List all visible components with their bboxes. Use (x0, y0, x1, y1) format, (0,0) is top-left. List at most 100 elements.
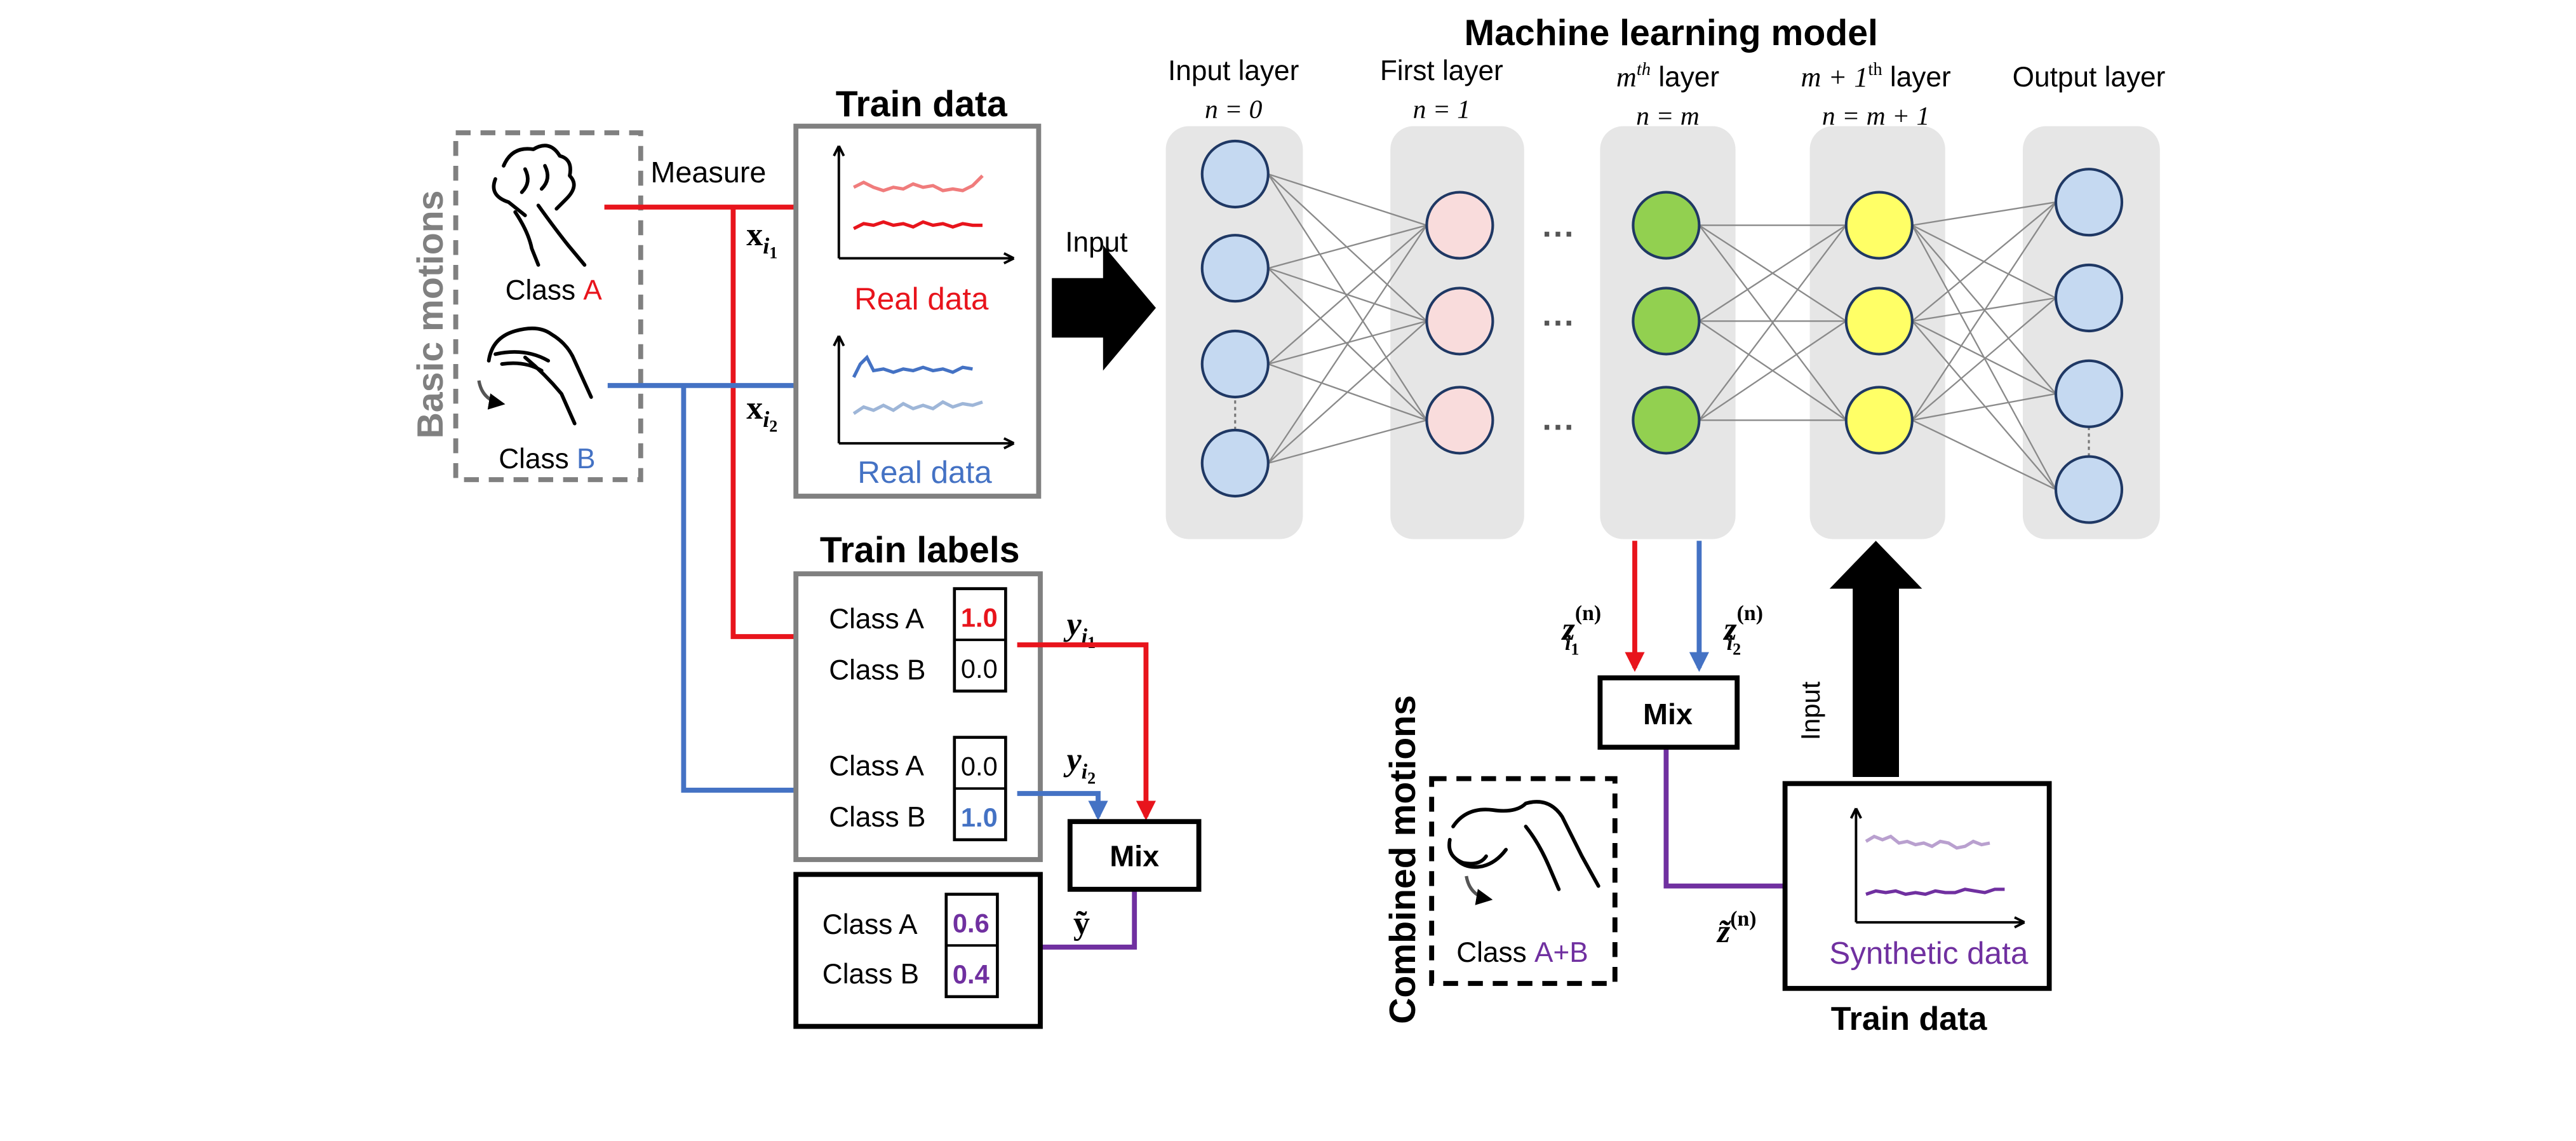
combined-motions-box (1429, 776, 1618, 986)
label2-value-a: 0.0 (961, 751, 998, 781)
mixed-label-box (793, 872, 1043, 1029)
synthetic-data-panel: Synthetic data Train data (1782, 781, 2052, 1037)
measure-arrows (604, 197, 830, 800)
measure-label: Measure (650, 156, 766, 189)
plot-a-axes (837, 145, 1014, 260)
connection-input-3-to-first-1 (1268, 320, 1428, 464)
z-i1-sup: (n) (1575, 602, 1601, 625)
connection-mth-1-to-m1-0 (1698, 224, 1847, 322)
connection-input-0-to-first-0 (1268, 173, 1427, 226)
output-layer-node-2 (2054, 263, 2124, 333)
synthetic-input-label: Input (1795, 681, 1825, 740)
synthetic-input-arrow (1829, 541, 1922, 777)
z-tilde-sup: (n) (1730, 907, 1756, 931)
connection-m1-2-to-output-2 (1912, 393, 2056, 421)
purple-latent-arrow (1663, 747, 1844, 896)
mth-layer-node-1 (1632, 191, 1701, 260)
blue-arrow-to-label-b (681, 385, 830, 800)
z-i1-label: z(n)i1 (1561, 602, 1602, 659)
plot-b-series-light (852, 400, 983, 415)
basic-motions-panel: Basic motions Class A Class B (410, 130, 643, 482)
combined-motions-panel: Combined motions Class A+B (1383, 695, 1618, 1024)
input-layer-node-2 (1200, 234, 1270, 303)
input-layer-node-3 (1200, 329, 1270, 399)
x-i1-base: x (746, 217, 763, 253)
connection-input-0-to-first-1 (1268, 173, 1428, 322)
z-i2-sup: (n) (1737, 602, 1763, 625)
z-i1-base: z (1561, 611, 1576, 647)
plot-a-axis-arrows (833, 145, 1015, 265)
fist-hand-icon (492, 144, 587, 267)
train-labels-panel: Train labels Class A Class B 1.0 0.0 Cla… (793, 530, 1043, 862)
layer-m1-suffix: layer (1882, 62, 1951, 93)
class-b-prefix: Class (499, 443, 577, 475)
class-ab-prefix: Class (1456, 937, 1534, 968)
ellipsis-3: ··· (1542, 409, 1575, 446)
z-tilde-base: z̃ (1716, 914, 1731, 950)
connection-input-1-to-first-0 (1268, 224, 1427, 269)
input-arrow-label: Input (1065, 227, 1127, 258)
latent-mix-arrows (1625, 541, 1844, 896)
synthetic-train-data-title: Train data (1831, 1001, 1988, 1037)
x-i1-sub: i (763, 233, 769, 259)
class-a-label: Class A (506, 275, 603, 306)
train-data-box (793, 123, 1042, 499)
connection-m1-2-to-output-1 (1912, 297, 2056, 421)
class-a-letter: A (583, 275, 602, 306)
connection-m1-1-to-output-3 (1911, 320, 2056, 490)
synthetic-plot-axes (1855, 808, 2025, 924)
train-labels-title: Train labels (820, 530, 1020, 570)
x-i2-subsub: 2 (769, 417, 777, 436)
m1-layer-node-1 (1844, 191, 1914, 260)
plot-a-series-dark (853, 220, 983, 231)
ellipsis-2: ··· (1542, 305, 1575, 342)
model-title: Machine learning model (1464, 13, 1877, 53)
mth-layer-node-3 (1632, 386, 1701, 455)
connection-input-2-to-first-0 (1268, 224, 1428, 365)
output-layer-node-3 (2054, 359, 2124, 428)
mth-layer-node-2 (1632, 287, 1701, 356)
red-arrow-to-mix (1017, 642, 1156, 821)
layer-m-suffix: layer (1651, 62, 1719, 93)
layer-0-index: n = 0 (1205, 95, 1263, 124)
input-layer-node-1 (1200, 139, 1270, 209)
y-i2-sub: i (1082, 760, 1088, 784)
layer-m1-sup: th (1868, 60, 1882, 79)
layer-1-name: First layer (1380, 55, 1503, 86)
connection-input-0-to-first-2 (1267, 173, 1428, 421)
label1-class-a: Class A (829, 604, 924, 635)
network-nodes (1200, 139, 2124, 524)
connection-m1-0-to-output-0 (1912, 201, 2056, 226)
node-dots (1234, 400, 2090, 457)
synthetic-series-light (1865, 834, 1990, 850)
first-layer-node-1 (1425, 191, 1494, 260)
input-arrow (1052, 245, 1156, 371)
layer-ellipsis: ··· ··· ··· (1542, 216, 1575, 446)
class-a-prefix: Class (506, 275, 584, 306)
plot-b-series-dark (852, 354, 973, 378)
plot-a-series-light (853, 174, 984, 192)
purple-arrow-to-result (1010, 889, 1137, 957)
mixed-value-b: 0.4 (953, 959, 989, 989)
z-i2-label: z(n)i2 (1722, 602, 1763, 659)
connection-mth-2-to-m1-1 (1698, 320, 1847, 421)
connection-mth-2-to-m1-0 (1698, 224, 1847, 421)
y-i1-sub: i (1082, 625, 1088, 648)
layer-m1-index: n = m + 1 (1822, 101, 1929, 130)
x-i1-subsub: 1 (769, 244, 777, 262)
class-ab-letters: A+B (1534, 937, 1588, 968)
x-i1-label: xi1 (746, 217, 777, 262)
y-tilde-label: ỹ (1073, 905, 1090, 942)
mixed-class-b: Class B (822, 959, 919, 990)
real-data-plot-b: Real data (833, 335, 1015, 490)
label2-class-b: Class B (829, 802, 925, 833)
connection-m1-2-to-output-0 (1911, 201, 2056, 421)
plot-b-caption: Real data (857, 455, 992, 490)
connection-input-3-to-first-2 (1268, 419, 1427, 464)
class-b-label: Class B (499, 443, 595, 475)
first-layer-node-3 (1425, 386, 1494, 455)
input-layer-node-4 (1200, 428, 1270, 498)
latent-mix-box (1597, 675, 1740, 750)
connection-m1-1-to-output-1 (1912, 297, 2056, 322)
